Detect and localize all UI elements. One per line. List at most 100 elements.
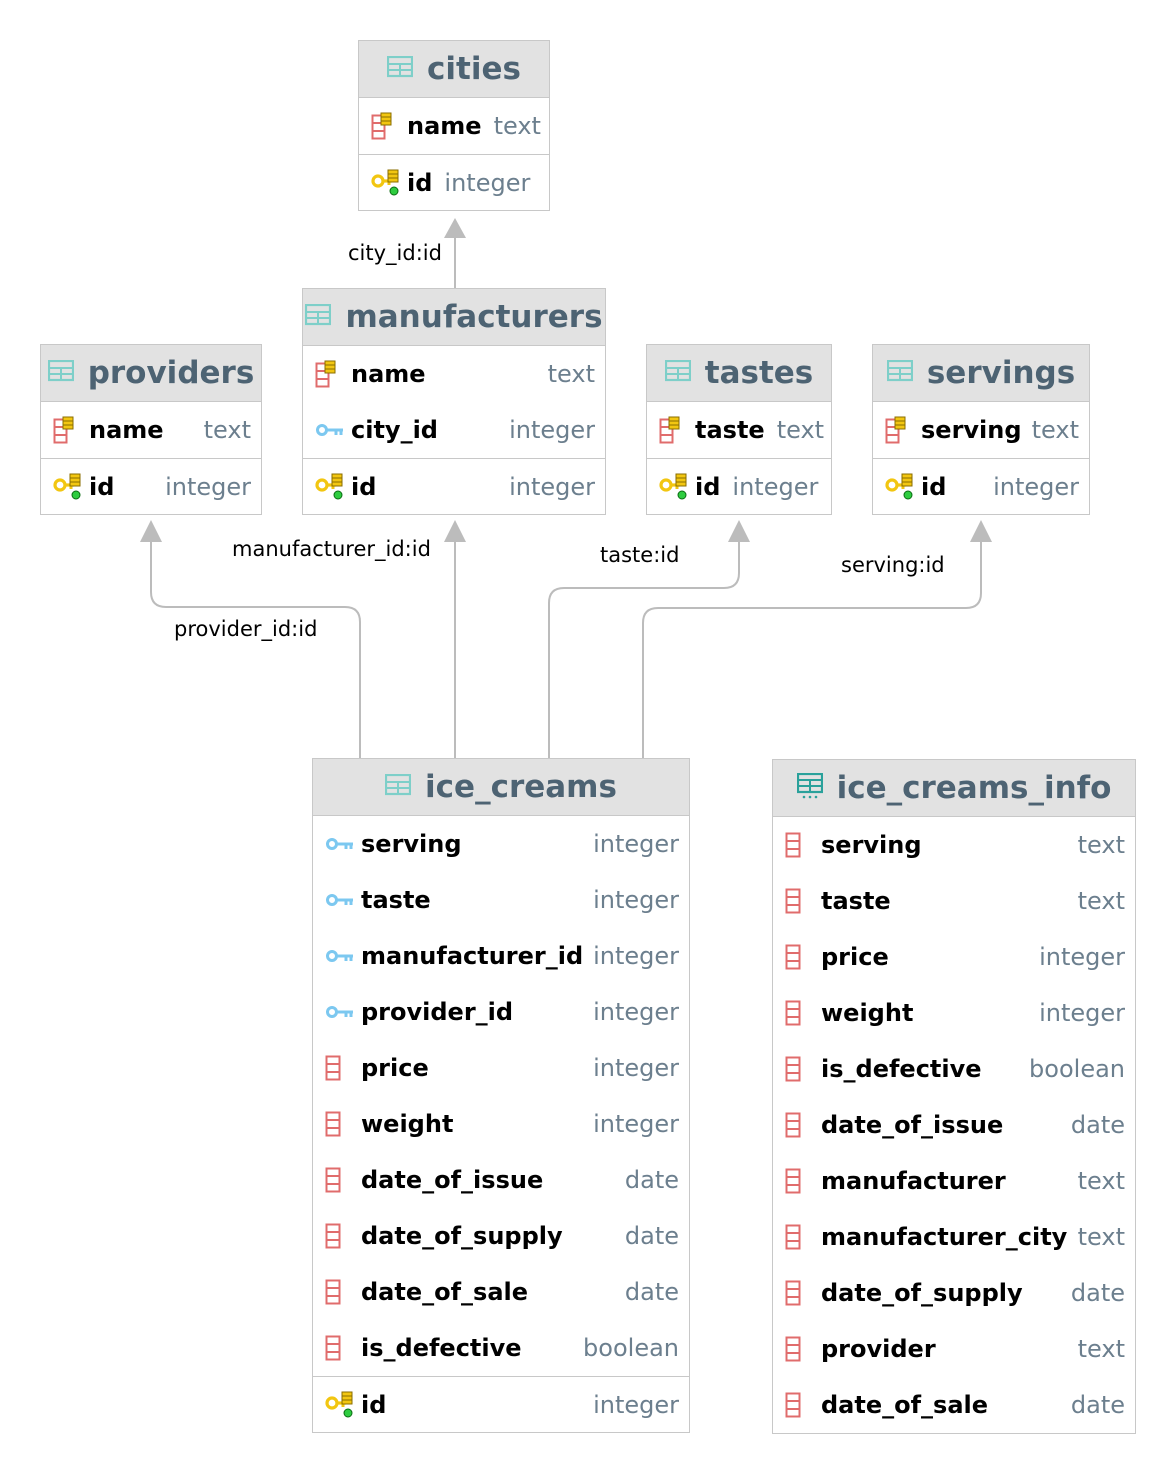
column-row-weight[interactable]: weight integer	[773, 985, 1135, 1041]
edge-label-city-id: city_id:id	[348, 241, 442, 266]
edge-ice-creams-tastes	[548, 542, 740, 758]
column-type: text	[1077, 1167, 1125, 1195]
column-icon	[785, 1112, 821, 1138]
column-row-name[interactable]: name text	[41, 402, 261, 458]
column-name: manufacturer_city	[821, 1223, 1068, 1251]
column-icon	[325, 1279, 361, 1305]
column-name: date_of_issue	[821, 1111, 1004, 1139]
table-title: ice_creams	[425, 769, 617, 805]
edge-label-taste: taste:id	[600, 543, 679, 567]
column-row-id[interactable]: id integer	[313, 1376, 689, 1432]
table-header[interactable]: tastes	[647, 345, 831, 402]
table-icon	[305, 303, 332, 330]
column-icon	[785, 1336, 821, 1362]
column-icon	[785, 1000, 821, 1026]
column-type: integer	[593, 998, 679, 1026]
column-row-manufacturer[interactable]: manufacturer text	[773, 1153, 1135, 1209]
column-icon	[325, 1223, 361, 1249]
table-header[interactable]: servings	[873, 345, 1089, 402]
foreign-key-icon	[315, 421, 351, 439]
column-type: text	[547, 360, 595, 388]
column-type: integer	[593, 1390, 679, 1419]
column-row-provider-id[interactable]: provider_id integer	[313, 984, 689, 1040]
table-title: tastes	[704, 355, 814, 391]
column-name: name	[89, 416, 164, 444]
column-name: id	[695, 472, 721, 501]
arrow-head-manufacturers	[444, 520, 466, 542]
edge-ice-creams-servings	[642, 542, 982, 758]
column-type: integer	[593, 942, 679, 970]
column-row-city-id[interactable]: city_id integer	[303, 402, 605, 458]
column-type: integer	[1039, 999, 1125, 1027]
column-name: city_id	[351, 416, 438, 444]
table-header[interactable]: providers	[41, 345, 261, 402]
table-title: servings	[926, 355, 1076, 391]
column-name: manufacturer	[821, 1167, 1006, 1195]
column-unique-icon	[659, 416, 695, 444]
column-name: serving	[821, 831, 922, 859]
column-type: date	[624, 1278, 679, 1306]
column-icon	[325, 1111, 361, 1137]
view-icon	[796, 772, 823, 803]
table-header[interactable]: ice_creams_info	[773, 760, 1135, 817]
column-name: manufacturer_id	[361, 942, 584, 970]
column-icon	[785, 944, 821, 970]
column-name: date_of_issue	[361, 1166, 544, 1194]
table-icon	[47, 359, 74, 386]
column-unique-icon	[53, 416, 89, 444]
column-type: integer	[509, 416, 595, 444]
column-type: integer	[993, 472, 1079, 501]
column-name: date_of_supply	[821, 1279, 1023, 1307]
column-row-manufacturer-id[interactable]: manufacturer_id integer	[313, 928, 689, 984]
column-name: provider_id	[361, 998, 514, 1026]
column-type: text	[203, 416, 251, 444]
table-header[interactable]: cities	[359, 41, 549, 98]
column-name: serving	[361, 830, 462, 858]
table-header[interactable]: ice_creams	[313, 759, 689, 816]
column-name: taste	[361, 886, 431, 914]
primary-key-icon	[315, 472, 351, 502]
column-name: weight	[821, 999, 914, 1027]
column-type: integer	[165, 472, 251, 501]
column-icon	[325, 1055, 361, 1081]
column-name: price	[361, 1054, 429, 1082]
table-header[interactable]: manufacturers	[303, 289, 605, 346]
column-name: id	[361, 1390, 387, 1419]
column-icon	[785, 832, 821, 858]
